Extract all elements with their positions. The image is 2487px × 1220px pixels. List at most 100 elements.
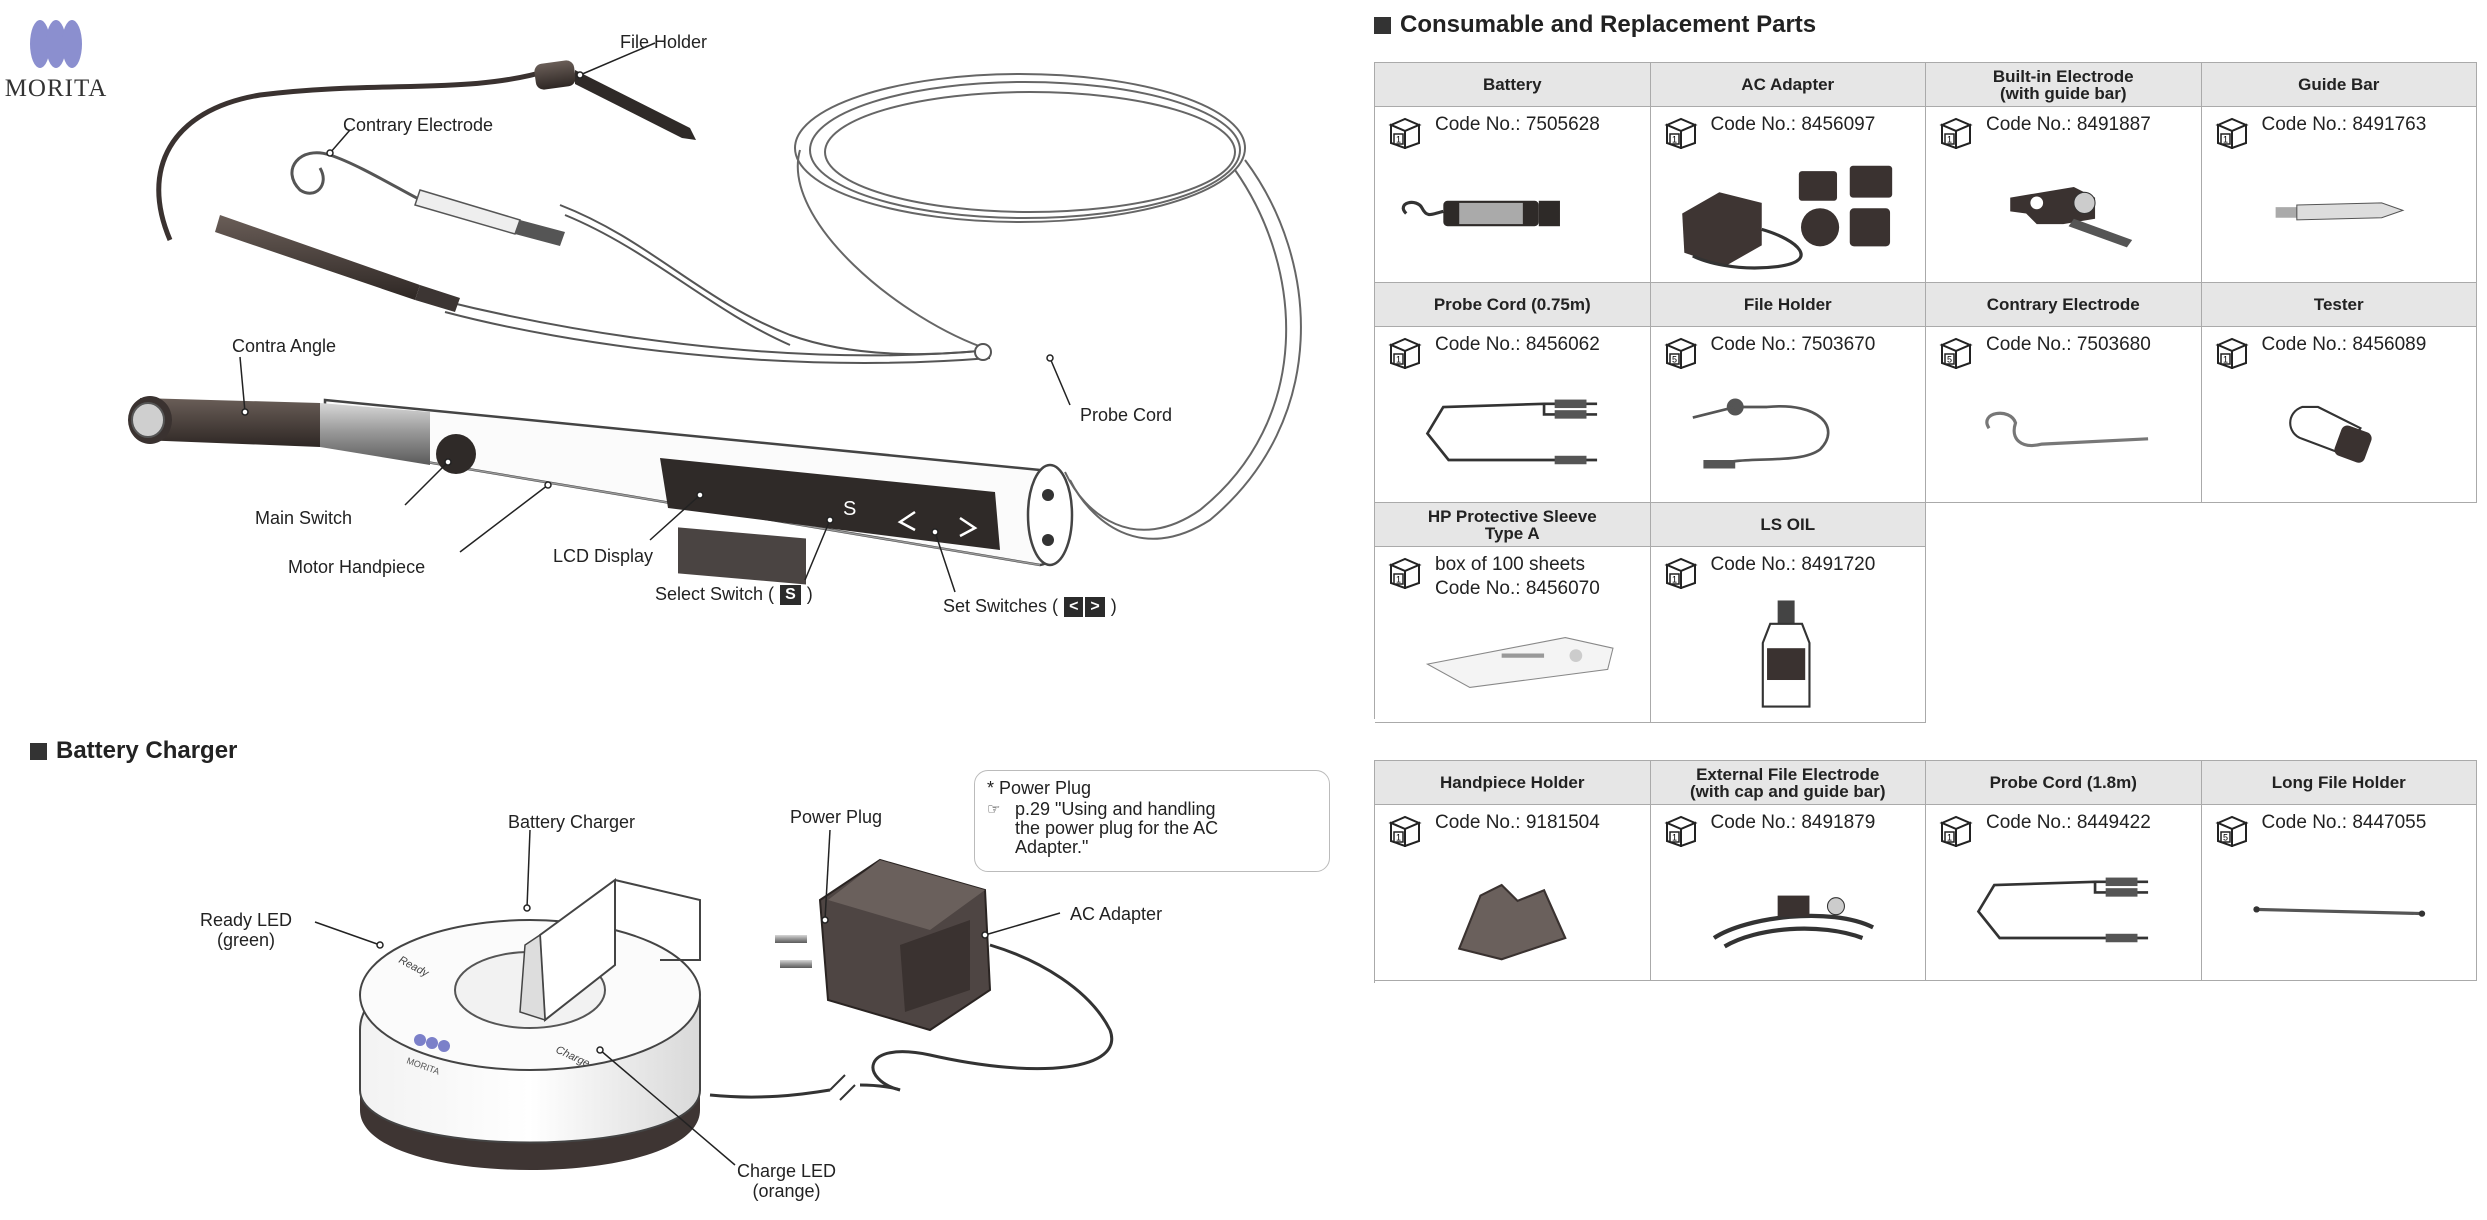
label-ready-led: Ready LED (green) xyxy=(200,910,292,950)
package-box-icon: 1 xyxy=(1388,815,1422,847)
package-box-icon: 1 xyxy=(1663,815,1698,847)
tester-icon xyxy=(2212,371,2467,496)
part-name: Guide Bar xyxy=(2201,63,2476,107)
select-switch-text: Select Switch ( xyxy=(655,584,775,604)
part-body: 1 Code No.: 9181504 xyxy=(1375,805,1650,980)
section-square-icon xyxy=(1374,16,1391,34)
part-cell: Built-in Electrode(with guide bar) 1 Code … xyxy=(1926,63,2202,283)
note-reference[interactable]: ☞ p.29 "Using and handling the power plu… xyxy=(987,800,1317,857)
svg-text:1: 1 xyxy=(1396,135,1401,145)
part-cell: External File Electrode(with cap and gui… xyxy=(1650,761,1926,981)
logo-text: MORITA xyxy=(4,75,108,102)
package-box-icon: 1 xyxy=(1388,117,1422,149)
morita-logo: MORITA xyxy=(0,18,112,103)
part-code: Code No.: 8491887 xyxy=(1986,114,2151,135)
package-box-icon: 1 xyxy=(1388,557,1422,589)
label-contrary-electrode: Contrary Electrode xyxy=(343,115,494,135)
handpiece-holder-icon xyxy=(1385,849,1640,974)
part-name: Tester xyxy=(2201,283,2476,327)
part-name-line1: Probe Cord (0.75m) xyxy=(1433,295,1591,314)
label-contra-angle: Contra Angle xyxy=(232,336,337,356)
part-code: Code No.: 8491720 xyxy=(1710,554,1876,575)
part-name: Battery xyxy=(1375,63,1650,107)
section-title-text: Battery Charger xyxy=(56,737,238,764)
file-holder-icon xyxy=(1661,371,1916,496)
label-select-switch: Select Switch ( S ) xyxy=(655,584,813,606)
long-file-holder-icon xyxy=(2212,849,2467,974)
electrode-icon xyxy=(1936,151,2191,276)
part-name: Probe Cord (1.8m) xyxy=(1926,761,2201,805)
label-battery-charger: Battery Charger xyxy=(508,812,636,832)
svg-text:1: 1 xyxy=(1396,355,1401,365)
battery-charger-drawing: Ready Charge MORITA xyxy=(359,878,701,1170)
package-box-icon: 1 xyxy=(2214,117,2249,149)
part-name: Probe Cord (0.75m) xyxy=(1375,283,1650,327)
part-cell: Guide Bar 1 Code No.: 8491763 xyxy=(2201,63,2477,283)
set-switches-text: Set Switches ( xyxy=(943,596,1059,616)
svg-text:1: 1 xyxy=(2222,355,2227,365)
label-main-switch: Main Switch xyxy=(255,508,353,528)
part-name: External File Electrode(with cap and gui… xyxy=(1650,761,1925,805)
part-body: 1 Code No.: 8491720 xyxy=(1651,547,1926,722)
svg-text:5: 5 xyxy=(1947,355,1952,365)
label-file-holder: File Holder xyxy=(620,32,708,52)
note-ref-line3: Adapter." xyxy=(1015,837,1089,857)
svg-text:1: 1 xyxy=(1947,833,1952,843)
select-switch-close: ) xyxy=(806,584,813,604)
part-body: 1 Code No.: 8491887 xyxy=(1926,107,2201,282)
morita-mark-icon xyxy=(30,20,82,68)
part-name: Contrary Electrode xyxy=(1926,283,2201,327)
svg-text:1: 1 xyxy=(1671,575,1676,585)
part-code: Code No.: 8447055 xyxy=(2261,812,2427,833)
part-name-line1: Built-in Electrode xyxy=(1992,66,2134,86)
svg-text:1: 1 xyxy=(1396,833,1401,843)
label-ac-adapter: AC Adapter xyxy=(1070,904,1163,924)
product-illustration: S Ready Charge MORITA xyxy=(128,42,1302,1170)
part-code: Code No.: 9181504 xyxy=(1435,812,1600,833)
part-name-line2: (with guide bar) xyxy=(1999,83,2127,103)
charge-led-line1: Charge LED xyxy=(737,1161,837,1181)
part-name-line2: (with cap and guide bar) xyxy=(1689,781,1886,801)
pointing-hand-icon: ☞ xyxy=(987,801,1001,818)
section-battery-charger: Battery Charger xyxy=(30,737,237,765)
power-plug-note: * Power Plug ☞ p.29 "Using and handling … xyxy=(974,770,1330,872)
part-name-line1: Handpiece Holder xyxy=(1439,773,1585,792)
part-code: Code No.: 8491879 xyxy=(1710,812,1876,833)
options-table: Handpiece Holder 1 Code No.: 9181504 Extern… xyxy=(1374,760,2477,983)
svg-text:1: 1 xyxy=(1671,135,1676,145)
part-code: Code No.: 8491763 xyxy=(2261,114,2427,135)
set-key-left-icon: < xyxy=(1064,597,1084,618)
part-name: Built-in Electrode(with guide bar) xyxy=(1926,63,2201,107)
oil-bottle-icon xyxy=(1661,591,1916,716)
part-name: AC Adapter xyxy=(1650,63,1925,107)
part-name-line1: LS OIL xyxy=(1760,515,1816,534)
package-box-icon: 5 xyxy=(1663,337,1698,369)
note-title: * Power Plug xyxy=(987,778,1092,798)
part-body: 1 Code No.: 7505628 xyxy=(1375,107,1650,282)
package-box-icon: 1 xyxy=(1939,815,1973,847)
label-power-plug: Power Plug xyxy=(790,807,883,827)
label-charge-led: Charge LED (orange) xyxy=(737,1161,836,1201)
part-name-line1: Long File Holder xyxy=(2271,773,2406,792)
part-body: 1 Code No.: 8491763 xyxy=(2202,107,2477,282)
svg-text:1: 1 xyxy=(1947,135,1952,145)
svg-text:S: S xyxy=(843,498,856,520)
part-name-line1: File Holder xyxy=(1743,295,1832,314)
note-ref-line2: the power plug for the AC xyxy=(1015,818,1219,838)
label-motor-handpiece: Motor Handpiece xyxy=(288,557,426,577)
section-parts: Consumable and Replacement Parts xyxy=(1374,11,1816,39)
part-code: Code No.: 7505628 xyxy=(1435,114,1600,135)
part-name-line1: Probe Cord (1.8m) xyxy=(1989,773,2137,792)
